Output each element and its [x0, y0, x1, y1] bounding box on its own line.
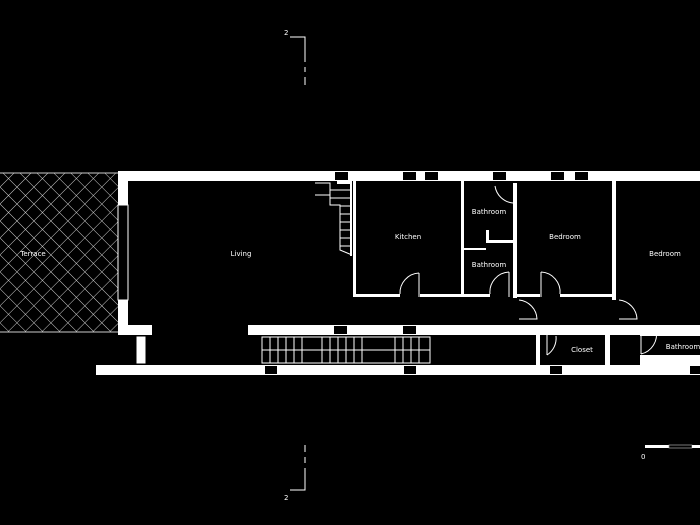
- windows: [265, 172, 700, 374]
- room-label-bedroom-2: Bedroom: [649, 250, 681, 258]
- doors: [399, 185, 657, 356]
- section-marker-top: 2: [284, 29, 306, 85]
- terrace-area: [0, 172, 118, 333]
- staircase-upper: [315, 182, 353, 256]
- room-label-bathroom-3: Bathroom: [666, 343, 700, 351]
- room-label-terrace: Terrace: [19, 250, 45, 258]
- svg-text:2: 2: [284, 494, 288, 502]
- room-label-bathroom-1: Bathroom: [472, 208, 507, 216]
- room-label-kitchen: Kitchen: [395, 233, 421, 241]
- room-label-closet: Closet: [571, 346, 593, 354]
- room-label-bathroom-2: Bathroom: [472, 261, 507, 269]
- section-marker-bottom: 2: [284, 445, 306, 502]
- walls: [96, 171, 700, 375]
- room-label-bedroom-1: Bedroom: [549, 233, 581, 241]
- room-label-living: Living: [231, 250, 252, 258]
- svg-text:2: 2: [284, 29, 288, 37]
- scale-bar: 0: [641, 444, 700, 461]
- scale-start-label: 0: [641, 453, 645, 461]
- staircase-lower: [261, 336, 431, 364]
